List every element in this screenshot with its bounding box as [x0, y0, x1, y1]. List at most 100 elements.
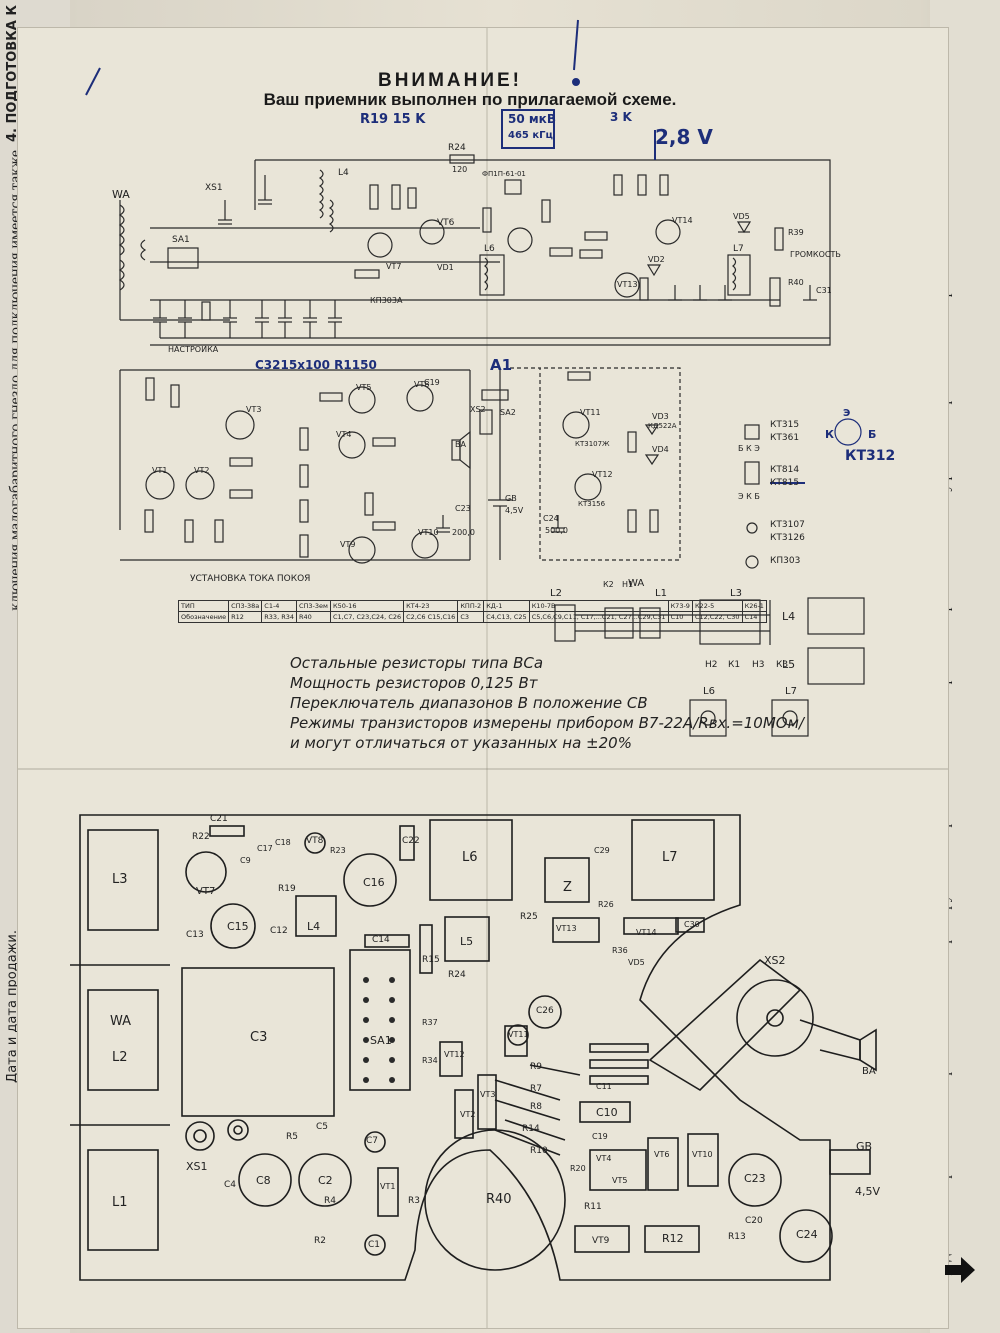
table-cell: R12	[228, 611, 263, 623]
table-cell: К22-5	[691, 600, 743, 612]
pcb-label-r20: R20	[570, 1164, 586, 1173]
handwritten-pin-k: К	[825, 428, 834, 441]
pcb-label-c11: C11	[596, 1082, 612, 1091]
label-gromkost: ГРОМКОСТЬ	[790, 250, 841, 259]
pcb-label-vt12: VT12	[444, 1050, 465, 1059]
label-kp303: КП303А	[370, 296, 403, 305]
label-sa2: SA2	[500, 408, 516, 417]
pcb-label-vt5: VT5	[612, 1176, 628, 1185]
table-cell: C10	[667, 611, 693, 623]
handwritten-r19: R19 15 K	[360, 112, 426, 127]
label-kt315: КТ315	[770, 420, 800, 430]
fold-line-horizontal	[18, 768, 948, 770]
pcb-label-r14: R14	[522, 1124, 540, 1134]
handwritten-465khz: 465 кГц	[508, 130, 553, 141]
label-coil-h3: Н3	[752, 660, 765, 670]
label-ustanovka: УСТАНОВКА ТОКА ПОКОЯ	[190, 574, 311, 584]
pcb-label-r3: R3	[408, 1196, 420, 1206]
table-cell: C3	[457, 611, 485, 623]
arrow-right-icon	[945, 1257, 975, 1283]
label-r40: R40	[788, 278, 804, 287]
fold-line-vertical	[486, 28, 488, 1328]
table-cell: СП3-3ем	[296, 600, 331, 612]
pcb-label-sa1: SA1	[370, 1034, 392, 1047]
pcb-label-c22: C22	[402, 836, 420, 846]
label-r39: R39	[788, 228, 804, 237]
label-vd4: VD4	[652, 445, 669, 454]
pcb-label-c18: C18	[275, 838, 291, 847]
pcb-label-xs2: XS2	[764, 954, 786, 967]
pcb-label-r11: R11	[584, 1202, 602, 1212]
table-cell: Обозначение	[177, 611, 230, 623]
pcb-label-vt13: VT13	[556, 924, 577, 933]
label-vt4: VT4	[336, 430, 352, 439]
label-sa1: SA1	[172, 235, 190, 245]
pcb-label-vt14: VT14	[636, 928, 657, 937]
label-l4-pkg: L4	[782, 610, 796, 623]
pcb-label-c23: C23	[744, 1172, 766, 1185]
label-bke: Б К Э	[738, 444, 760, 453]
pcb-label-c4: C4	[224, 1180, 237, 1190]
label-kt815: КТ815	[770, 478, 800, 488]
pcb-label-l2: L2	[112, 1050, 128, 1065]
label-gb: GB	[505, 494, 517, 503]
pcb-label-z: Z	[563, 880, 572, 895]
table-cell: C12,C22, C30	[691, 611, 743, 623]
pcb-label-l5: L5	[460, 935, 474, 948]
table-cell: С1-4	[261, 600, 297, 612]
page-subtitle: Ваш приемник выполнен по прилагаемой схе…	[263, 90, 677, 109]
label-vt10: VT10	[418, 528, 439, 537]
pcb-label-gb: GB	[856, 1140, 873, 1153]
pcb-label-r9: R9	[530, 1062, 542, 1072]
pcb-label-l6: L6	[462, 850, 478, 865]
label-nastroika: НАСТРОЙКА	[168, 345, 219, 354]
label-kp303-pinout: КП303	[770, 556, 801, 566]
pcb-label-c9: C9	[240, 856, 251, 865]
label-vt5: VT5	[356, 383, 372, 392]
label-coil-h2: Н2	[705, 660, 718, 670]
pcb-label-xs1: XS1	[186, 1160, 208, 1173]
pcb-label-r15: R15	[422, 955, 440, 965]
label-coil-l1: L1	[655, 588, 667, 599]
label-r24-value: 120	[452, 165, 468, 174]
label-vt9: VT9	[340, 540, 356, 549]
label-kt3107: КТ3107	[770, 520, 805, 530]
pcb-label-c21: C21	[210, 814, 228, 824]
table-cell: C2,C6 C15,C16	[403, 611, 459, 623]
label-kt3126: КТ3126	[770, 533, 805, 543]
label-kt814: КТ814	[770, 465, 800, 475]
note-resistor-power: Мощность резисторов 0,125 Вт	[290, 674, 538, 692]
pcb-label-c12: C12	[270, 926, 288, 936]
label-c31: C31	[816, 286, 832, 295]
pcb-label-r12: R12	[662, 1232, 684, 1245]
label-coil-h1: Н1	[622, 580, 634, 589]
schematic-sheet	[18, 28, 948, 1328]
pcb-label-vt10: VT10	[692, 1150, 713, 1159]
pcb-label-vt1: VT1	[380, 1182, 396, 1191]
note-band-switch: Переключатель диапазонов В положение СВ	[290, 694, 648, 712]
label-vd3: VD3	[652, 412, 669, 421]
table-cell: КД-1	[483, 600, 530, 612]
pcb-label-r25: R25	[520, 912, 538, 922]
label-kt361: КТ361	[770, 433, 800, 443]
pcb-label-c19: C19	[592, 1132, 608, 1141]
label-l6: L6	[484, 244, 495, 254]
label-filter: ФП1П-61-01	[482, 170, 526, 178]
parts-table: ТИП СП3-38а С1-4 СП3-3ем К50-16 КТ4-23 К…	[177, 600, 767, 623]
pcb-label-r26: R26	[598, 900, 614, 909]
table-cell: C1,C7, C23,C24, C26	[329, 611, 405, 623]
pcb-label-c30: C30	[684, 920, 700, 929]
pcb-label-c29: C29	[594, 846, 610, 855]
table-cell: C4,C13, C25	[483, 611, 530, 623]
pcb-label-r13: R13	[728, 1232, 746, 1242]
pcb-label-l7: L7	[662, 850, 678, 865]
table-cell: К10-7В	[528, 600, 669, 612]
handwritten-pin-e: Э	[843, 408, 851, 419]
label-r24: R24	[448, 143, 466, 153]
pcb-label-r34: R34	[422, 1056, 438, 1065]
pcb-label-c3: C3	[250, 1030, 268, 1045]
label-vd5: VD5	[733, 212, 750, 221]
page-title: ВНИМАНИЕ!	[377, 70, 523, 91]
pcb-label-r24: R24	[448, 970, 466, 980]
